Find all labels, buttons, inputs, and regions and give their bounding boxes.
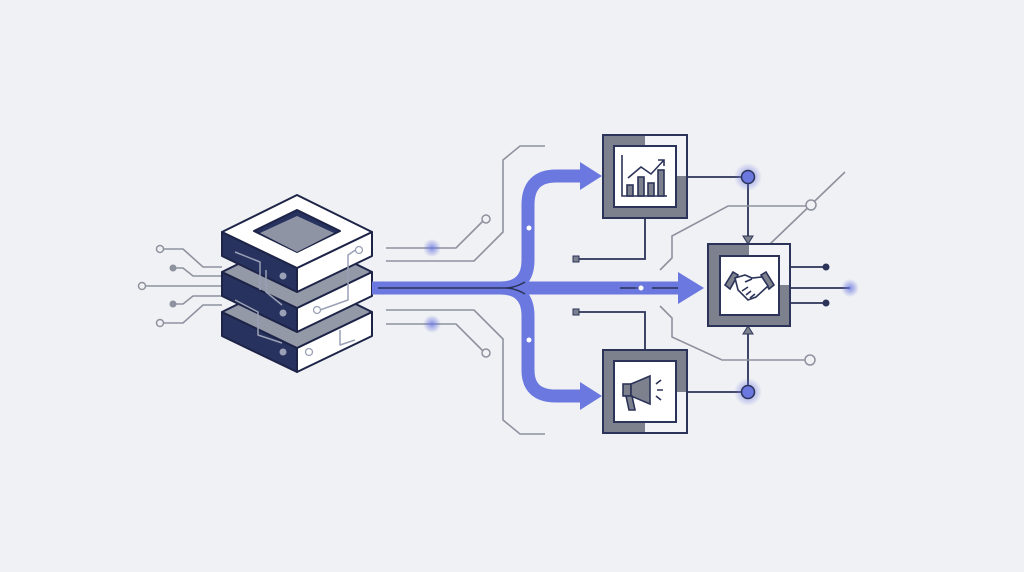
bar-chart-trend-icon [621, 155, 667, 197]
analytics-node[interactable] [602, 134, 688, 219]
arrow-to-partnership [678, 272, 704, 304]
connectors [572, 163, 859, 406]
arrow-to-marketing [580, 382, 602, 410]
server-stack-icon [221, 194, 373, 373]
megaphone-icon [622, 374, 663, 411]
marketing-node[interactable] [602, 349, 688, 434]
output-wires [386, 145, 545, 435]
arrow-to-analytics [580, 162, 602, 190]
handshake-icon [723, 270, 776, 301]
input-wires [137, 244, 222, 328]
partnership-node[interactable] [707, 243, 791, 327]
